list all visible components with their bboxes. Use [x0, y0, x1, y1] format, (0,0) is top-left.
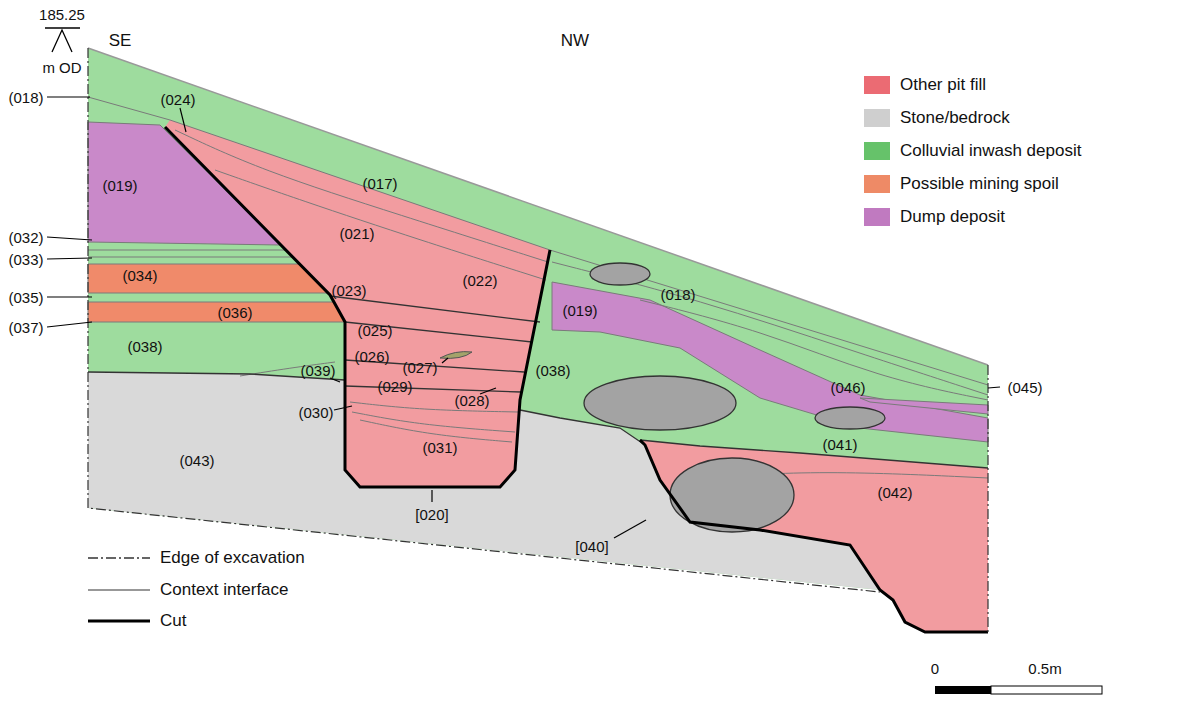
legend-swatch — [864, 208, 890, 226]
context-interface — [215, 170, 546, 280]
context-number: (028) — [454, 393, 489, 408]
context-number: (033) — [8, 252, 43, 267]
legend-swatch — [864, 175, 890, 193]
colluvial-deposit — [88, 48, 988, 632]
context-number: (024) — [160, 92, 195, 107]
excavation-edge — [987, 365, 988, 632]
scale-label: 0 — [931, 661, 939, 676]
context-number: (021) — [339, 226, 374, 241]
orientation-label: SE — [109, 32, 132, 49]
leader-line — [330, 378, 340, 382]
context-number: (038) — [127, 339, 162, 354]
datum-label: 185.25 — [39, 7, 85, 22]
context-interface — [88, 257, 292, 258]
pit-fill — [640, 440, 988, 632]
leader-line — [442, 358, 448, 363]
context-number: (037) — [8, 320, 43, 335]
orientation-label: NW — [561, 32, 589, 49]
context-number: (038) — [535, 363, 570, 378]
context-number: (032) — [8, 230, 43, 245]
context-number: (022) — [462, 273, 497, 288]
context-interface — [640, 440, 988, 468]
context-number: (041) — [822, 437, 857, 452]
context-interface — [88, 97, 170, 120]
scale-bar — [991, 686, 1102, 694]
context-number: (030) — [298, 405, 333, 420]
ground-surface — [88, 48, 988, 365]
context-number: (027) — [402, 360, 437, 375]
legend-text: Cut — [160, 612, 186, 629]
context-interface — [88, 250, 286, 251]
leader-line — [47, 96, 90, 97]
dump-deposit — [552, 282, 988, 442]
scale-bar — [935, 686, 991, 694]
excavation-edge — [88, 48, 880, 592]
leader-line — [47, 258, 92, 259]
stone — [590, 263, 650, 285]
context-interface — [552, 262, 988, 395]
legend-sample — [88, 589, 150, 590]
context-interface — [330, 296, 540, 322]
legend-text: Colluvial inwash deposit — [900, 142, 1081, 159]
context-interface — [170, 120, 988, 385]
legend-swatch — [864, 76, 890, 94]
datum-mark — [52, 30, 72, 52]
context-number: (026) — [354, 349, 389, 364]
legend-text: Stone/bedrock — [900, 109, 1010, 126]
context-number: (042) — [877, 485, 912, 500]
context-number: (029) — [377, 379, 412, 394]
context-number: (039) — [300, 363, 335, 378]
legend-sample — [88, 620, 150, 623]
dump-deposit — [88, 122, 281, 245]
legend-swatch — [864, 142, 890, 160]
context-number: [020] — [415, 507, 448, 522]
context-interface — [352, 412, 515, 432]
mining-spoil — [88, 302, 345, 322]
legend-text: Context interface — [160, 581, 289, 598]
leader-line — [47, 237, 92, 240]
context-number: [040] — [575, 539, 608, 554]
context-number: (036) — [217, 305, 252, 320]
context-interface — [350, 402, 518, 412]
datum-label: m OD — [42, 60, 81, 75]
context-number: (023) — [331, 283, 366, 298]
context-number: (034) — [122, 268, 157, 283]
mining-spoil — [88, 264, 328, 293]
context-number: (025) — [357, 323, 392, 338]
legend-text: Edge of excavation — [160, 549, 305, 566]
legend-text: Dump deposit — [900, 208, 1005, 225]
context-number: (043) — [179, 453, 214, 468]
cut-line — [640, 440, 988, 632]
context-number: (018) — [8, 90, 43, 105]
scale-label: 0.5m — [1028, 661, 1061, 676]
leader-line — [431, 490, 432, 502]
leader-line — [47, 296, 92, 297]
leader-line — [47, 322, 92, 327]
context-number: (018) — [660, 287, 695, 302]
lens — [440, 352, 472, 359]
stone — [815, 407, 885, 429]
legend-swatch — [864, 109, 890, 127]
context-number: (019) — [562, 303, 597, 318]
stone — [584, 376, 736, 430]
context-number: (045) — [1007, 380, 1042, 395]
leader-line — [614, 520, 646, 538]
leader-line — [180, 108, 186, 132]
context-number: (019) — [102, 178, 137, 193]
leader-line — [334, 406, 352, 410]
context-number: (017) — [362, 176, 397, 191]
legend-sample — [88, 557, 150, 558]
context-number: (046) — [830, 380, 865, 395]
leader-line — [988, 387, 1000, 388]
context-interface — [345, 322, 532, 342]
legend-text: Other pit fill — [900, 76, 986, 93]
context-number: (031) — [422, 440, 457, 455]
legend-text: Possible mining spoil — [900, 175, 1059, 192]
cut-line — [165, 127, 550, 487]
context-number: (035) — [8, 290, 43, 305]
datum-bar — [45, 27, 80, 28]
